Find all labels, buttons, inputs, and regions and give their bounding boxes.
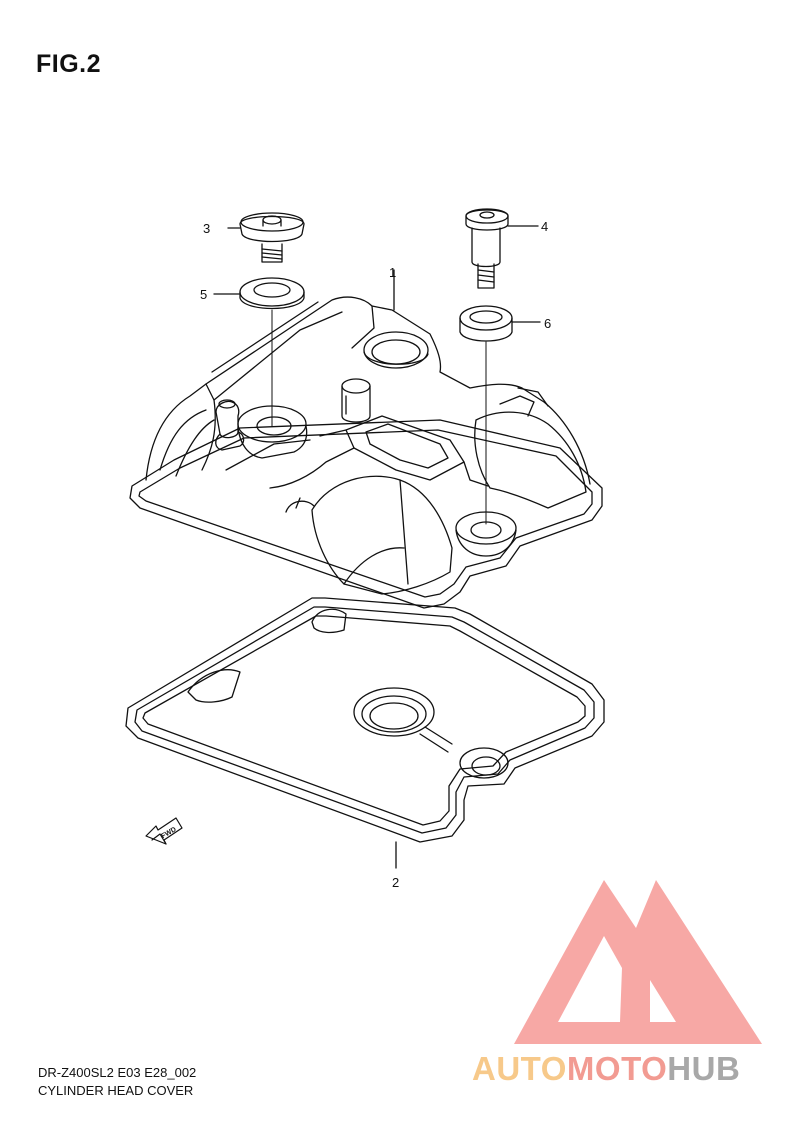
bolt-part-4 [465,208,539,289]
diagram-caption: CYLINDER HEAD COVER [38,1083,194,1098]
seal-grommet-part-6 [459,305,541,342]
cylinder-head-cover-gasket [125,597,605,869]
seal-washer-part-5 [213,277,305,310]
watermark-wordmark: AUTOMOTOHUB [472,1050,740,1088]
figure-title: FIG.2 [36,50,102,78]
callout-2: 2 [392,875,399,890]
diagram-footer: DR-Z400SL2 E03 E28_002 CYLINDER HEAD COV… [38,1064,196,1100]
bolt-part-3 [227,212,305,263]
model-code: DR-Z400SL2 E03 E28_002 [38,1065,197,1080]
callout-6: 6 [544,316,551,331]
callout-5: 5 [200,287,207,302]
watermark-word-hub: HUB [667,1050,741,1087]
fwd-direction-arrow [145,817,183,845]
assembly-guide-lines [271,309,487,525]
watermark-word-auto: AUTO [472,1050,567,1087]
cylinder-head-cover [129,269,603,609]
watermark-word-moto: MOTO [566,1050,668,1087]
callout-3: 3 [203,221,210,236]
callout-1: 1 [389,265,396,280]
automotohub-logo-icon [514,880,762,1044]
callout-4: 4 [541,219,548,234]
